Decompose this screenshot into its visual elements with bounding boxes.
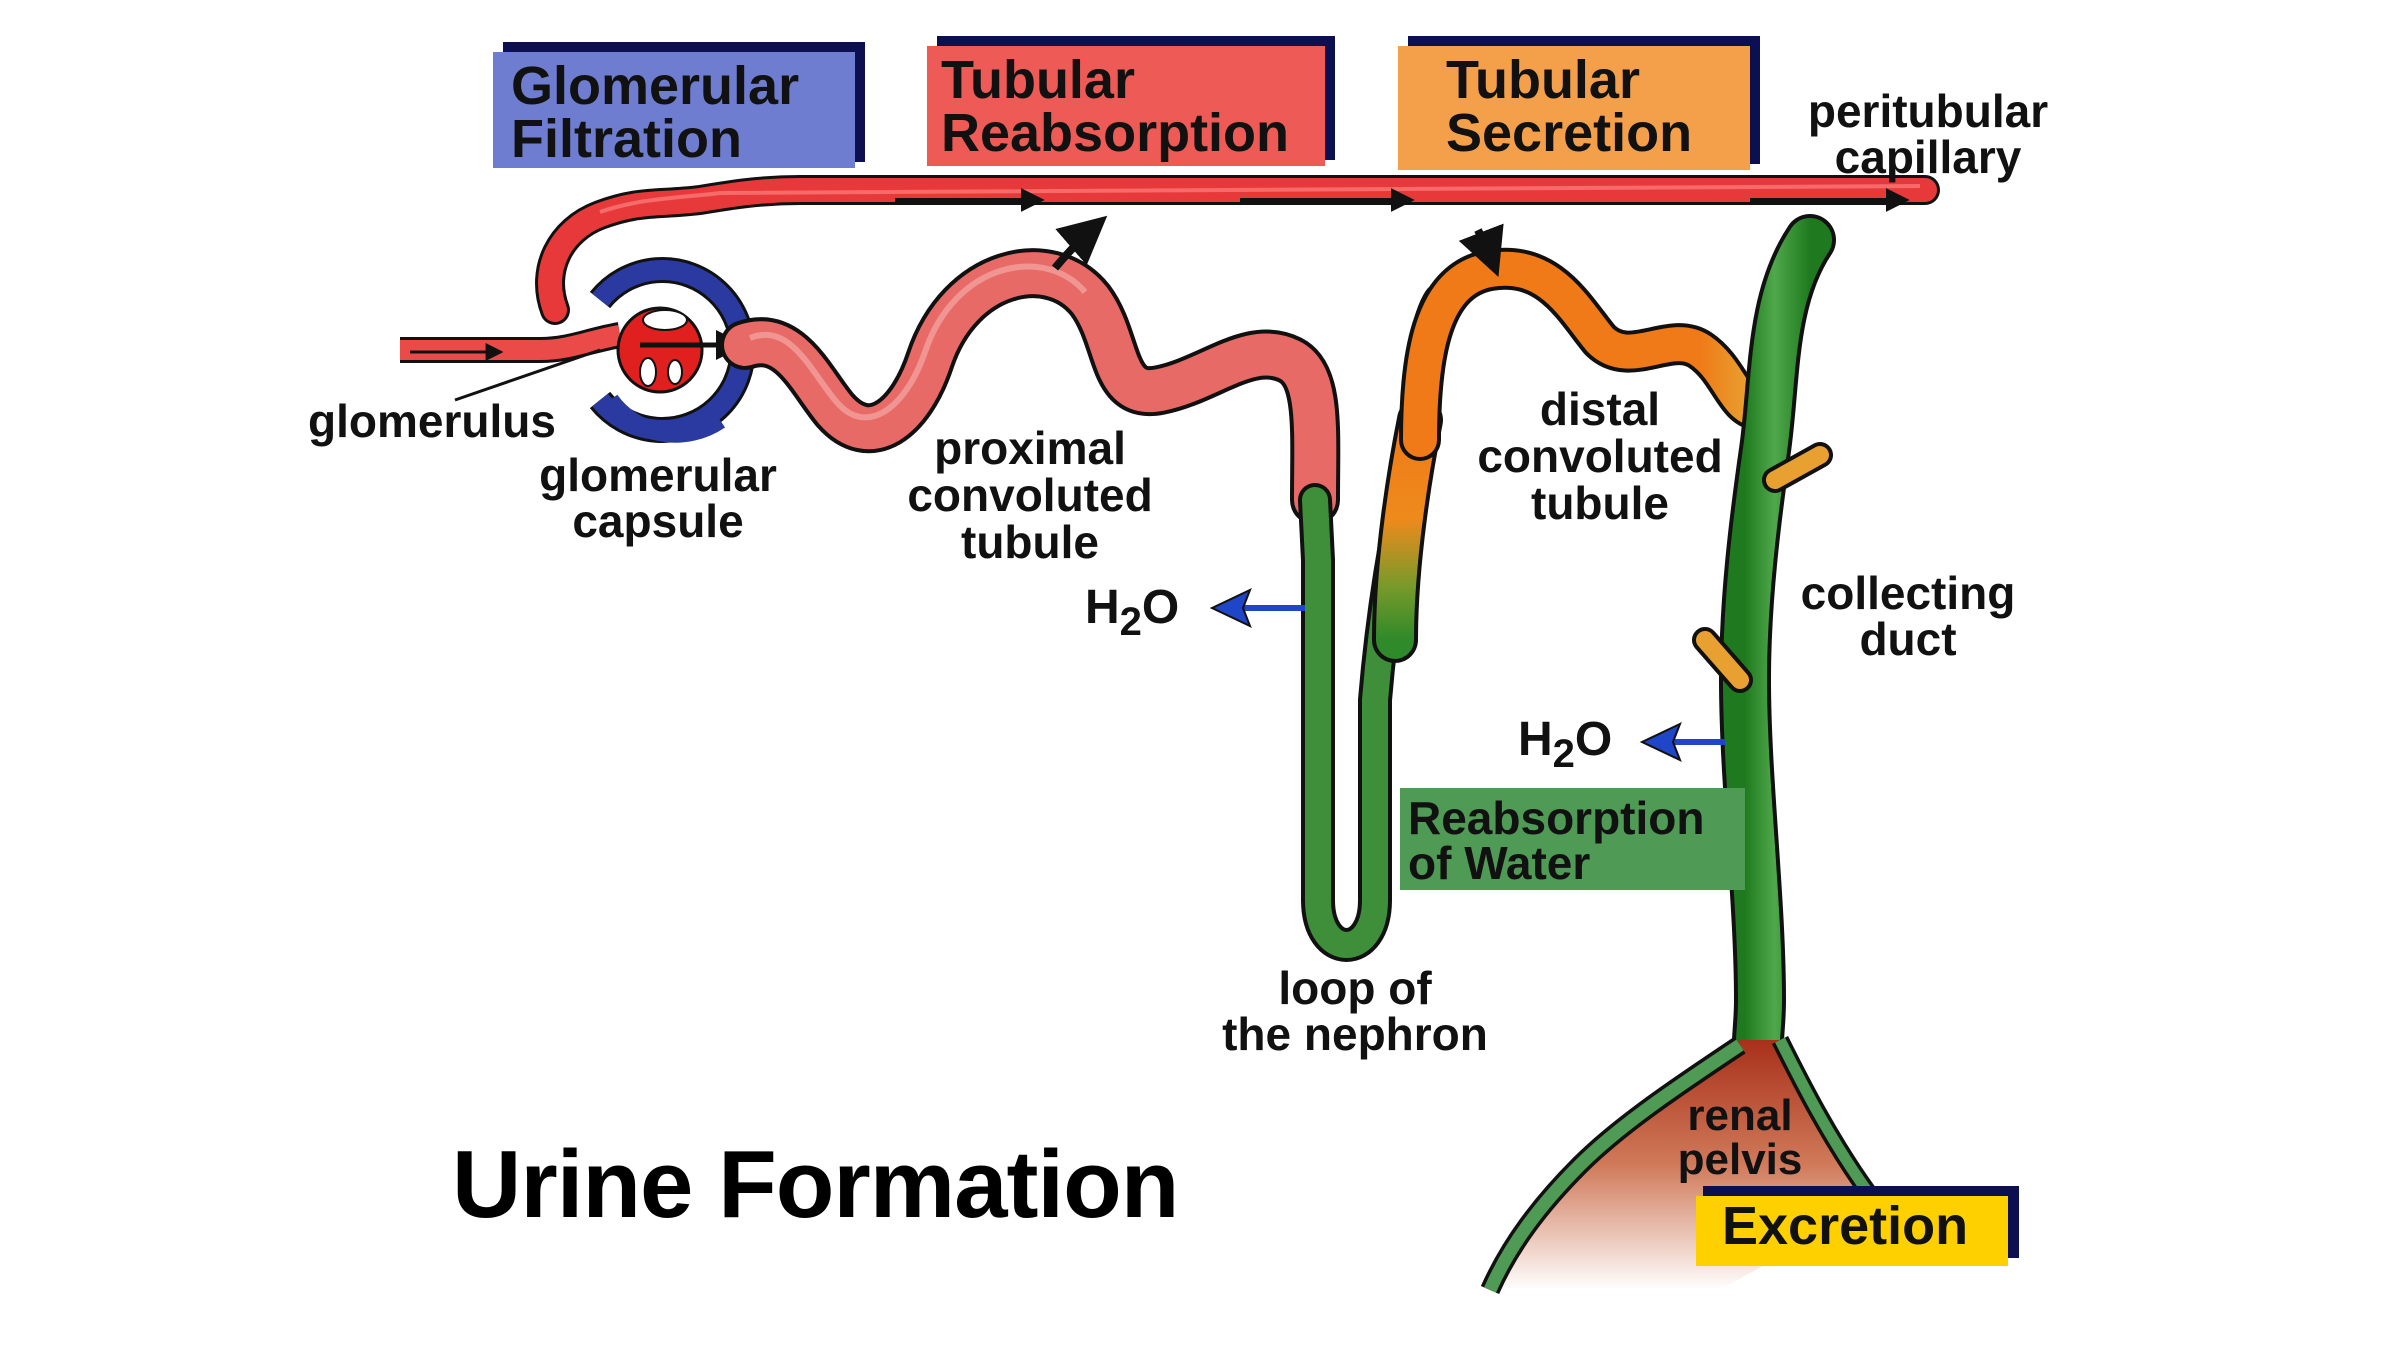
collecting-duct [1692, 214, 1836, 1086]
tubular-reabsorption-box: Tubular Reabsorption [927, 46, 1325, 166]
reabsorption-arrow-icon [1051, 215, 1108, 271]
box-label: Excretion [1722, 1196, 1969, 1256]
loop-of-the-nephron-label: loop of the nephron [1222, 962, 1488, 1060]
water-arrow-icon [1639, 722, 1725, 762]
renal-pelvis-label: renal pelvis [1677, 1091, 1803, 1184]
collecting-duct-label: collecting duct [1800, 567, 2016, 665]
box-label: Secretion [1446, 102, 1693, 163]
box-label: Filtration [511, 108, 742, 169]
box-label: Glomerular [511, 56, 800, 116]
box-label: of Water [1408, 837, 1591, 890]
secretion-arrow-icon [1458, 223, 1504, 277]
water-label: H2O [1085, 581, 1180, 644]
glomerulus-label: glomerulus [308, 395, 556, 447]
box-label: Tubular [941, 50, 1135, 110]
proximal-convoluted-tubule [720, 248, 1341, 525]
distal-convoluted-tubule-label: distal convoluted tubule [1477, 383, 1723, 529]
glomerulus [616, 306, 746, 394]
glomerular-filtration-box: Glomerular Filtration [493, 52, 855, 168]
box-label: Reabsorption [941, 102, 1290, 163]
glomerular-capsule-label: glomerular capsule [539, 449, 777, 547]
peritubular-capillary [535, 175, 1940, 325]
water-arrow-icon [1209, 588, 1305, 628]
box-label: Tubular [1446, 50, 1640, 110]
excretion-box: Excretion [1696, 1196, 2008, 1266]
tubular-secretion-box: Tubular Secretion [1398, 46, 1750, 170]
afferent-arteriole [400, 322, 623, 363]
glomerulus-leader-line [454, 348, 601, 402]
water-label: H2O [1518, 713, 1613, 776]
proximal-convoluted-tubule-label: proximal convoluted tubule [907, 422, 1153, 568]
reabsorption-of-water-box: Reabsorption of Water [1400, 788, 1745, 890]
box-label: Reabsorption [1408, 792, 1705, 844]
diagram-title: Urine Formation [452, 1131, 1179, 1238]
peritubular-capillary-label: peritubular capillary [1807, 85, 2049, 183]
